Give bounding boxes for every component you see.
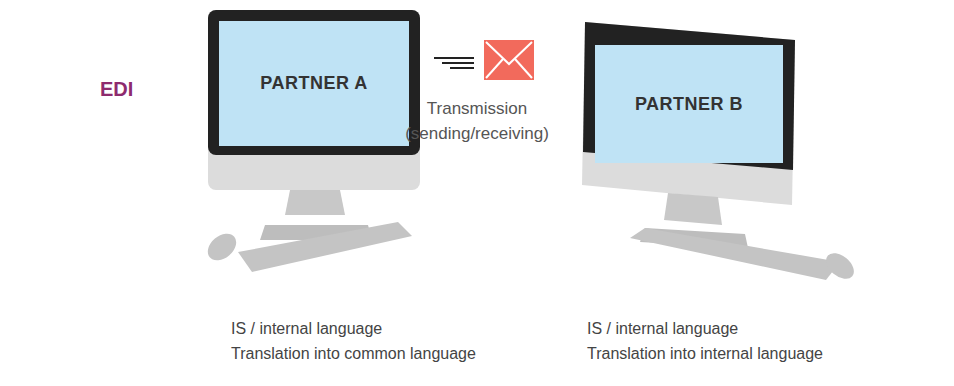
keyboard	[630, 228, 840, 280]
keyboard	[238, 222, 412, 272]
note-label: Translation into common language	[231, 345, 476, 363]
envelope-fold	[515, 59, 532, 78]
envelope	[484, 40, 534, 80]
mouse	[203, 228, 242, 265]
speed-line	[442, 62, 474, 64]
monitor-stand	[285, 190, 345, 215]
monitor-bezel	[208, 10, 420, 155]
note-label: Translation into internal language	[587, 345, 823, 363]
speed-line	[434, 57, 474, 59]
monitor-chin	[208, 10, 420, 190]
transmission-label: Transmission (sending/receiving)	[392, 97, 562, 146]
partner-name: PARTNER A	[260, 73, 368, 94]
partner-name: PARTNER B	[635, 94, 743, 115]
computer-b	[582, 22, 859, 284]
diagram-title-label: EDI	[100, 78, 133, 101]
monitor-stand	[664, 193, 722, 225]
envelope-icon	[434, 40, 534, 80]
monitor-bezel	[583, 22, 795, 170]
partner-screen: PARTNER A	[219, 21, 409, 146]
computer-a	[203, 10, 420, 272]
envelope-fold	[486, 59, 503, 78]
monitor-chin	[582, 22, 795, 205]
envelope-flap	[486, 42, 532, 64]
speed-line	[450, 67, 474, 69]
note-label: IS / internal language	[231, 320, 382, 338]
note-label: IS / internal language	[587, 320, 738, 338]
partner-screen: PARTNER B	[595, 45, 783, 163]
mouse	[821, 248, 858, 284]
